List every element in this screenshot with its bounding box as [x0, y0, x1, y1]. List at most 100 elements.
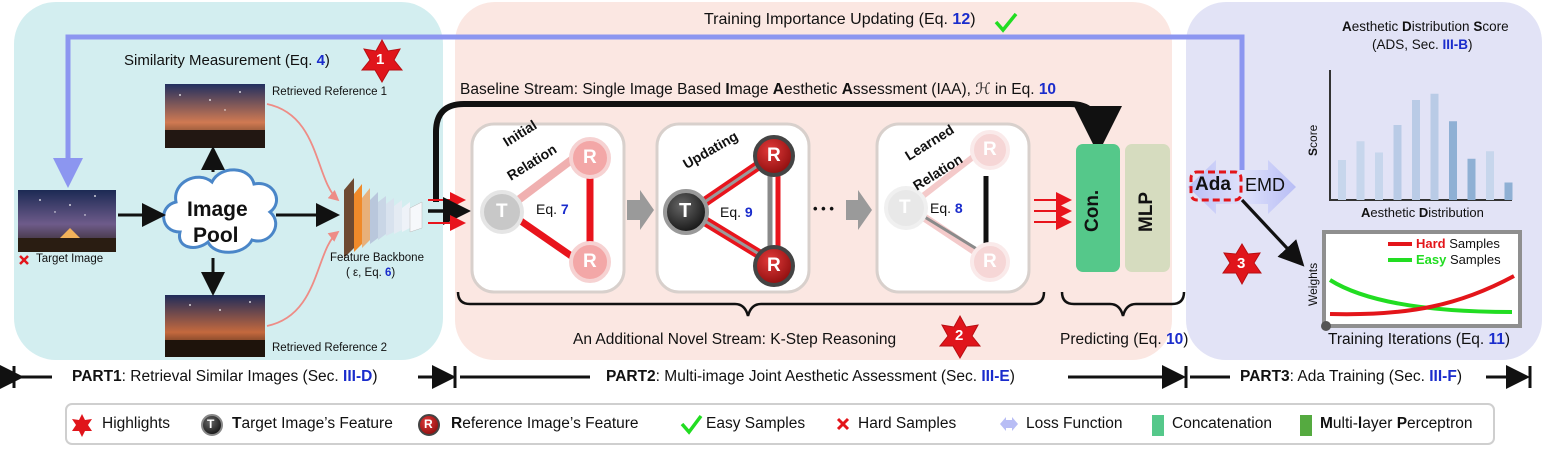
parts-timeline — [0, 365, 1532, 389]
ref1-to-backbone-curve — [266, 103, 340, 202]
highlight-number-2: 2 — [955, 327, 964, 344]
legend-highlights: Highlights — [102, 415, 171, 432]
initial-reference-node-bottom — [569, 241, 611, 283]
learned-reference-node-bottom — [970, 242, 1010, 282]
easy-check-icon-top — [994, 12, 1018, 33]
concat-block — [1076, 144, 1120, 272]
learned-reference-top-label: R — [983, 139, 997, 160]
ads-bar-3 — [1375, 152, 1383, 200]
feedback-loop-line — [53, 34, 1245, 188]
legend-mlp: Multi-layer Perceptron — [1320, 415, 1473, 432]
predicting-brace — [1060, 291, 1186, 317]
plot-origin-dot — [1321, 321, 1331, 331]
mlp-block — [1125, 144, 1170, 272]
ads-bar-2 — [1356, 141, 1365, 200]
legend-easy-samples: Easy Samples — [706, 415, 806, 432]
legend-mlp-swatch — [1300, 415, 1312, 436]
legend-hard-samples: Hard Samples — [858, 415, 957, 432]
highlight-star-1 — [360, 38, 404, 83]
emd-label: EMD — [1245, 175, 1285, 195]
image-pool-label-line1: Image — [187, 198, 248, 221]
baseline-stream-label: Baseline Stream: Single Image Based Imag… — [460, 81, 1057, 98]
concat-label: Con. — [1082, 189, 1103, 232]
initial-target-node — [480, 190, 524, 234]
ada-to-weights-arrow — [1240, 198, 1305, 267]
ads-bar-9 — [1486, 151, 1494, 200]
novel-stream-label: An Additional Novel Stream: K-Step Reaso… — [573, 331, 897, 348]
reasoning-brace — [456, 291, 1046, 317]
eq9-label: Eq. 9 — [720, 204, 753, 220]
learned-target-node — [884, 186, 928, 230]
learned-target-node-label: T — [899, 197, 911, 218]
eq8-label: Eq. 8 — [930, 200, 963, 216]
updating-target-node-label: T — [679, 200, 692, 222]
highlight-number-1: 1 — [376, 51, 385, 68]
feature-backbone-label: Feature Backbone — [330, 252, 424, 264]
ada-dashed-box — [1189, 170, 1243, 202]
ads-bar-6 — [1430, 93, 1439, 200]
ads-bar-8 — [1467, 158, 1476, 200]
legend-reference-node-letter: R — [424, 417, 433, 431]
step-arrow-1 — [627, 190, 654, 230]
mlp-label: MLP — [1136, 191, 1157, 232]
ads-bar-7 — [1449, 121, 1457, 200]
legend-reference-node-icon — [418, 414, 440, 436]
learned-reference-bottom-label: R — [983, 251, 997, 272]
feature-backbone-icon — [344, 178, 423, 258]
eq7-label: Eq. 7 — [536, 201, 569, 217]
baseline-stream-arrow — [433, 101, 1122, 202]
ref2-to-backbone-curve — [266, 230, 340, 327]
updating-reference-top-label: R — [767, 145, 781, 166]
similarity-measurement-label: Similarity Measurement (Eq. 4) — [124, 52, 330, 69]
training-iterations-label: Training Iterations (Eq. 11) — [1328, 331, 1511, 348]
updating-target-node — [663, 189, 709, 235]
ads-bar-chart — [1329, 70, 1513, 201]
training-importance-label: Training Importance Updating (Eq. 12) — [704, 11, 976, 28]
hard-sample-cross-icon — [19, 255, 29, 265]
score-axis-label: Score — [1306, 124, 1320, 156]
ads-title: Aesthetic Distribution Score — [1342, 19, 1509, 34]
legend-reference-feature: Reference Image’s Feature — [451, 415, 639, 432]
easy-samples-curve — [1328, 278, 1513, 314]
legend-highlight-star-icon — [72, 414, 92, 437]
updating-reference-node-bottom — [753, 245, 795, 287]
reference-1-label: Retrieved Reference 1 — [272, 86, 388, 98]
part1-label: PART1: Retrieval Similar Images (Sec. II… — [72, 368, 378, 385]
updating-reference-node-top — [753, 135, 795, 177]
initial-reference-node-top — [569, 137, 611, 179]
easy-samples-legend: Easy Samples — [1416, 252, 1501, 267]
hard-samples-legend: Hard Samples — [1416, 236, 1500, 251]
image-pool-label-line2: Pool — [193, 224, 239, 247]
predicting-label: Predicting (Eq. 10) — [1060, 331, 1189, 348]
highlight-number-3: 3 — [1237, 255, 1246, 272]
updating-reference-bottom-label: R — [767, 255, 781, 276]
legend-cross-icon — [836, 417, 850, 431]
feature-backbone-eq: ( ε, Eq. 6) — [346, 267, 396, 279]
legend-concat-swatch — [1152, 415, 1164, 436]
hard-samples-curve — [1329, 274, 1515, 317]
legend-target-node-icon — [201, 414, 223, 436]
legend-target-feature: Target Image’s Feature — [232, 415, 393, 432]
weights-axis-label: Weights — [1306, 262, 1320, 306]
ada-label: Ada — [1195, 174, 1231, 195]
target-image-label: Target Image — [36, 253, 104, 265]
ellipsis-label: • • • — [813, 201, 834, 216]
initial-reference-bottom-label: R — [583, 251, 597, 272]
legend-loss-function: Loss Function — [1026, 415, 1123, 432]
highlight-star-3 — [1222, 243, 1262, 286]
ads-bar-4 — [1393, 125, 1402, 200]
distribution-axis-label: Aesthetic Distribution — [1361, 205, 1484, 220]
step-arrow-2 — [846, 190, 872, 230]
image-pool-cloud — [162, 168, 278, 254]
legend-check-icon — [680, 414, 703, 435]
ads-subtitle: (ADS, Sec. III-B) — [1372, 37, 1473, 52]
initial-reference-top-label: R — [583, 147, 597, 168]
part2-label: PART2: Multi-image Joint Aesthetic Asses… — [606, 368, 1015, 385]
reference-2-label: Retrieved Reference 2 — [272, 342, 388, 354]
legend-loss-function-icon — [1000, 417, 1018, 431]
legend-concatenation: Concatenation — [1172, 415, 1272, 432]
initial-target-node-label: T — [496, 201, 508, 222]
ads-bar-10 — [1504, 182, 1513, 200]
